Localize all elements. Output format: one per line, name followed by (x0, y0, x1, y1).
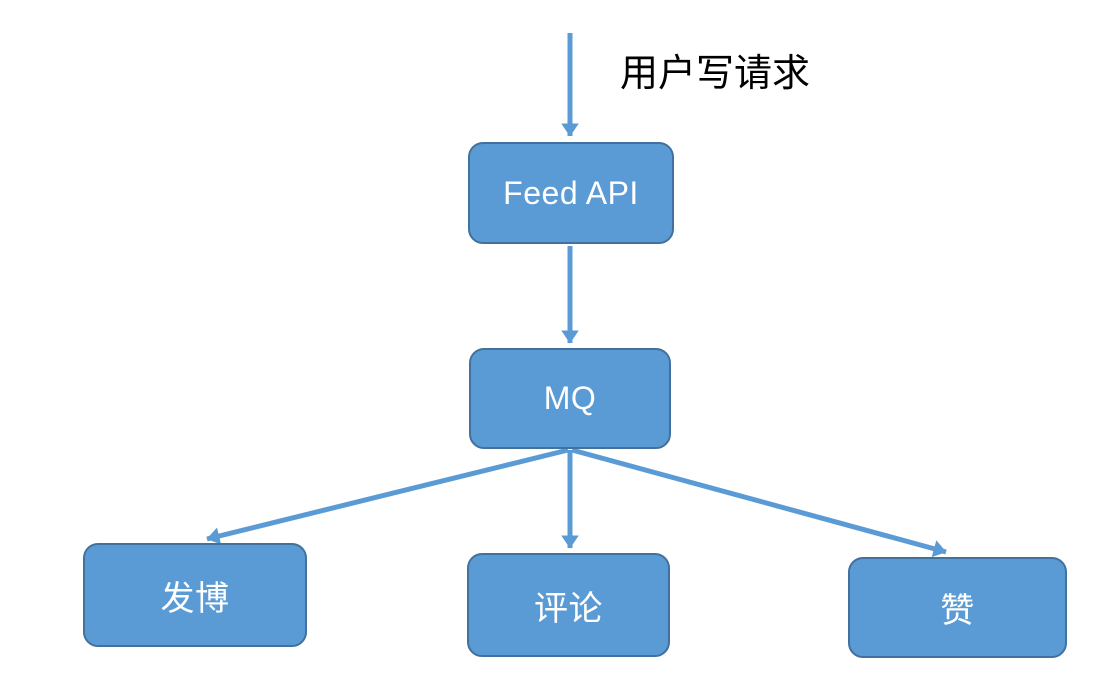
post-node-label: 发博 (160, 579, 230, 618)
comment-node-label: 评论 (534, 589, 603, 628)
feed-api-node-label: Feed API (503, 174, 639, 211)
like-node: 赞 (848, 557, 1067, 658)
feed-api-node: Feed API (468, 142, 674, 244)
mq-node: MQ (469, 348, 671, 449)
comment-node: 评论 (467, 553, 670, 657)
arrow-mq-to-like (571, 447, 947, 558)
user-write-request-label: 用户写请求 (620, 53, 811, 95)
post-node: 发博 (83, 543, 307, 647)
like-node-label: 赞 (940, 592, 975, 630)
mq-node-label: MQ (543, 380, 597, 416)
arrow-mq-to-post (206, 447, 569, 545)
